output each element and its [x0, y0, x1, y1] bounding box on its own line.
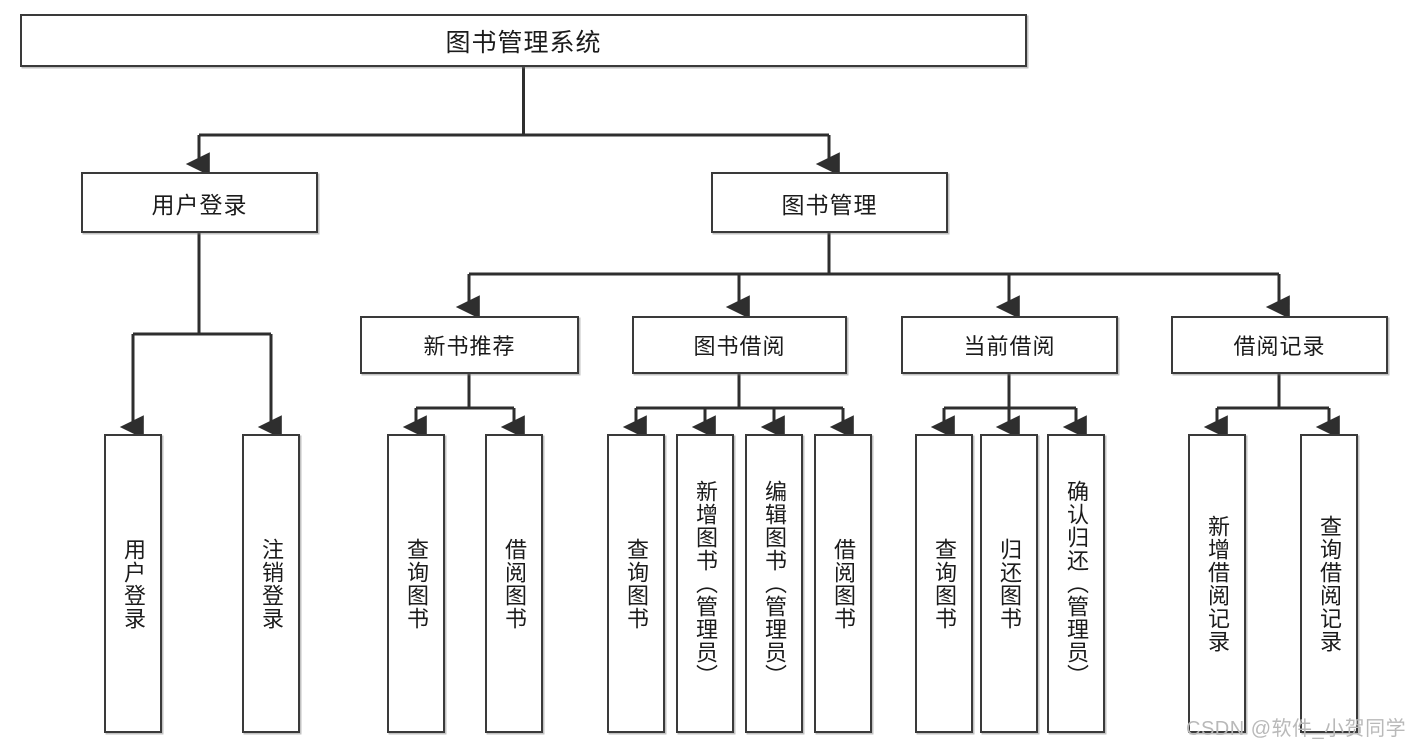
- node-root-label: 图书管理系统: [445, 28, 602, 57]
- node-leaf-edit-book[interactable]: 编辑图书（管理员）: [745, 434, 803, 733]
- node-new-book-rec-label: 新书推荐: [423, 334, 516, 359]
- node-leaf-query-book-2-label: 查询图书: [623, 537, 649, 630]
- node-leaf-query-book-1-label: 查询图书: [403, 537, 429, 630]
- node-book-manage[interactable]: 图书管理: [711, 172, 948, 233]
- node-leaf-borrow-book-1[interactable]: 借阅图书: [485, 434, 543, 733]
- node-borrow-record-label: 借阅记录: [1233, 334, 1326, 359]
- node-user-login-label: 用户登录: [151, 191, 248, 218]
- node-leaf-query-book-3[interactable]: 查询图书: [915, 434, 973, 733]
- node-current-borrow[interactable]: 当前借阅: [901, 316, 1118, 374]
- node-leaf-query-book-1[interactable]: 查询图书: [387, 434, 445, 733]
- node-leaf-add-record-label: 新增借阅记录: [1204, 514, 1230, 653]
- node-leaf-return-book[interactable]: 归还图书: [980, 434, 1038, 733]
- node-leaf-add-book-label: 新增图书（管理员）: [692, 480, 718, 687]
- node-book-borrow[interactable]: 图书借阅: [632, 316, 847, 374]
- node-leaf-borrow-book-1-label: 借阅图书: [501, 537, 527, 630]
- node-leaf-logout-label: 注销登录: [258, 537, 284, 630]
- node-leaf-borrow-book-2[interactable]: 借阅图书: [814, 434, 872, 733]
- watermark-text: CSDN @软件_小贺同学: [1186, 718, 1405, 740]
- node-leaf-logout[interactable]: 注销登录: [242, 434, 300, 733]
- node-book-manage-label: 图书管理: [781, 191, 878, 218]
- node-leaf-return-book-label: 归还图书: [996, 537, 1022, 630]
- node-leaf-edit-book-label: 编辑图书（管理员）: [761, 480, 787, 687]
- node-leaf-user-login[interactable]: 用户登录: [104, 434, 162, 733]
- node-leaf-query-book-3-label: 查询图书: [931, 537, 957, 630]
- node-leaf-user-login-label: 用户登录: [120, 537, 146, 630]
- node-leaf-add-book[interactable]: 新增图书（管理员）: [676, 434, 734, 733]
- node-book-borrow-label: 图书借阅: [693, 334, 786, 359]
- node-user-login[interactable]: 用户登录: [81, 172, 318, 233]
- node-root[interactable]: 图书管理系统: [20, 14, 1027, 67]
- node-leaf-add-record[interactable]: 新增借阅记录: [1188, 434, 1246, 733]
- node-current-borrow-label: 当前借阅: [963, 334, 1056, 359]
- node-borrow-record[interactable]: 借阅记录: [1171, 316, 1388, 374]
- node-leaf-query-record-label: 查询借阅记录: [1316, 514, 1342, 653]
- node-leaf-query-record[interactable]: 查询借阅记录: [1300, 434, 1358, 733]
- node-leaf-query-book-2[interactable]: 查询图书: [607, 434, 665, 733]
- node-leaf-confirm-return[interactable]: 确认归还（管理员）: [1047, 434, 1105, 733]
- node-new-book-rec[interactable]: 新书推荐: [360, 316, 579, 374]
- node-leaf-borrow-book-2-label: 借阅图书: [830, 537, 856, 630]
- node-leaf-confirm-return-label: 确认归还（管理员）: [1063, 480, 1089, 687]
